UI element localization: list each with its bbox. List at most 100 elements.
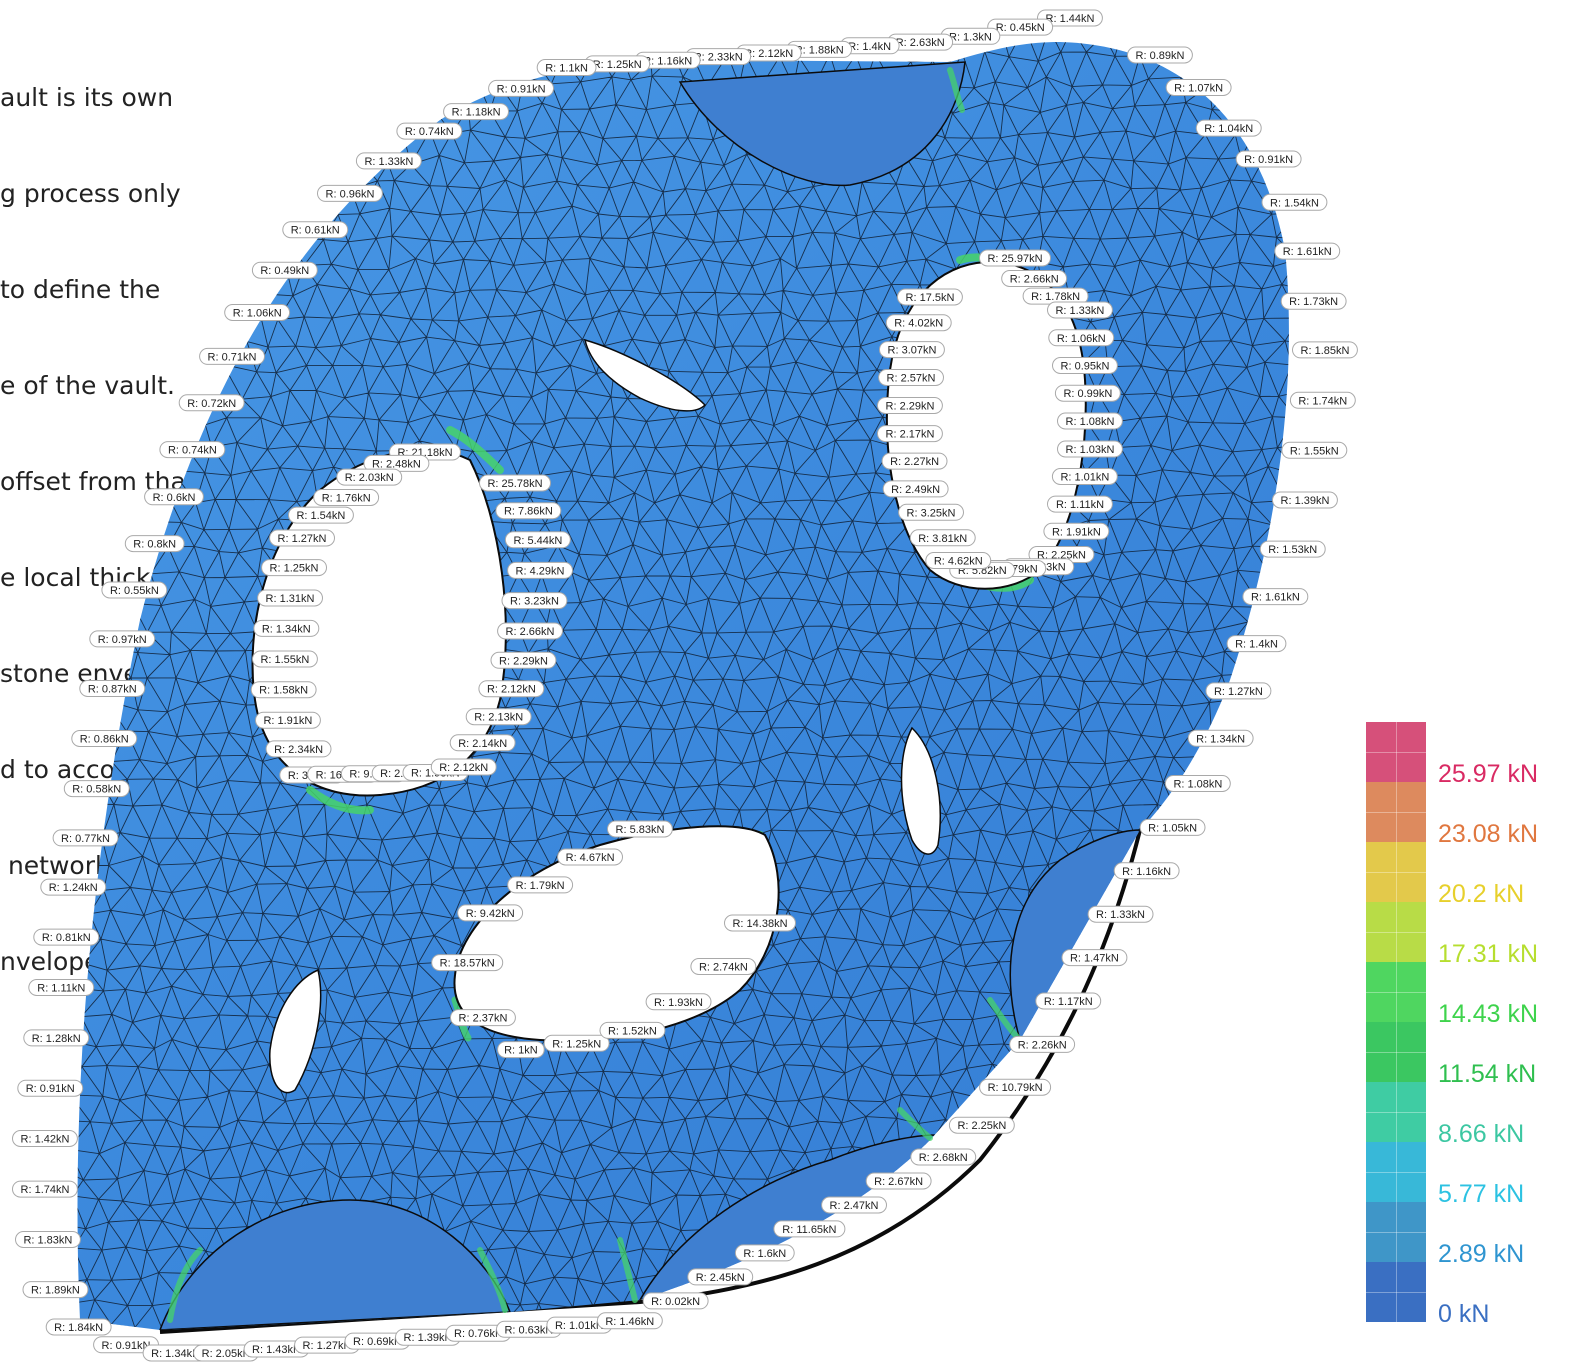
reaction-label: R: 7.86kN	[495, 502, 562, 520]
reaction-label: R: 1.28kN	[23, 1029, 90, 1047]
svg-text:R: 1.61kN: R: 1.61kN	[1251, 592, 1300, 604]
reaction-label: R: 9.42kN	[457, 904, 524, 922]
legend-label: 23.08 kN	[1438, 820, 1539, 848]
svg-text:R: 18.57kN: R: 18.57kN	[440, 958, 495, 970]
reaction-label: R: 0.71kN	[199, 347, 266, 365]
reaction-label: R: 2.14kN	[449, 734, 516, 752]
reaction-label: R: 1.11kN	[28, 979, 95, 996]
svg-text:R: 1.11kN: R: 1.11kN	[1056, 499, 1104, 511]
legend-label: 20.2 kN	[1438, 880, 1525, 908]
reaction-label: R: 1.34kN	[1187, 729, 1254, 747]
svg-text:R: 0.6kN: R: 0.6kN	[153, 492, 196, 504]
svg-text:R: 1.01kN: R: 1.01kN	[1060, 472, 1109, 484]
reaction-label: R: 1.34kN	[142, 1344, 209, 1362]
svg-text:R: 0.77kN: R: 0.77kN	[61, 833, 110, 845]
legend-swatch	[1366, 1022, 1426, 1082]
svg-text:R: 1.55kN: R: 1.55kN	[1290, 445, 1339, 457]
reaction-label: R: 25.78kN	[479, 474, 551, 492]
reaction-label: R: 1.27kN	[294, 1336, 361, 1354]
svg-text:R: 3.07kN: R: 3.07kN	[888, 345, 937, 357]
svg-text:R: 1.27kN: R: 1.27kN	[278, 533, 327, 545]
svg-text:R: 1.04kN: R: 1.04kN	[1204, 123, 1253, 135]
force-legend: 25.97 kN 23.08 kN 20.2 kN 17.31 kN 14.43…	[1366, 722, 1575, 1328]
svg-text:R: 1.93kN: R: 1.93kN	[654, 997, 703, 1009]
svg-text:R: 0.71kN: R: 0.71kN	[208, 351, 257, 363]
reaction-label: R: 2.29kN	[877, 397, 943, 414]
legend-swatch	[1366, 1262, 1426, 1322]
reaction-label: R: 0.49kN	[251, 261, 318, 279]
reaction-label: R: 0.45kN	[987, 18, 1054, 36]
reaction-label: R: 1.46kN	[596, 1312, 663, 1330]
opening-small-left	[269, 968, 322, 1094]
reaction-label: R: 1.27kN	[269, 529, 336, 547]
svg-text:R: 11.65kN: R: 11.65kN	[782, 1224, 836, 1236]
svg-text:R: 3.81kN: R: 3.81kN	[918, 533, 967, 545]
reaction-label: R: 1.11kN	[1047, 495, 1113, 513]
reaction-label: R: 0.91kN	[17, 1079, 84, 1097]
svg-text:R: 2.57kN: R: 2.57kN	[887, 373, 936, 385]
svg-text:R: 1.08kN: R: 1.08kN	[1173, 779, 1222, 791]
svg-text:R: 2.48kN: R: 2.48kN	[372, 458, 421, 470]
svg-text:R: 2.45kN: R: 2.45kN	[696, 1272, 745, 1284]
svg-text:R: 9.42kN: R: 9.42kN	[466, 908, 515, 920]
reaction-label: R: 2.45kN	[687, 1268, 754, 1286]
reaction-label: R: 2.26kN	[1009, 1035, 1076, 1053]
svg-text:R: 1.06kN: R: 1.06kN	[233, 308, 282, 320]
reaction-label: R: 0.91kN	[488, 79, 555, 97]
svg-text:R: 1.83kN: R: 1.83kN	[23, 1235, 72, 1247]
reaction-label: R: 2.17kN	[877, 425, 943, 443]
reaction-label: R: 2.49kN	[882, 480, 949, 498]
svg-text:R: 14.38kN: R: 14.38kN	[732, 918, 787, 930]
reaction-label: R: 1.34kN	[253, 619, 320, 637]
reaction-label: R: 1.04kN	[1195, 119, 1262, 137]
legend-swatch	[1366, 782, 1426, 842]
svg-text:R: 2.26kN: R: 2.26kN	[1018, 1039, 1067, 1051]
svg-text:R: 1.39kN: R: 1.39kN	[404, 1332, 453, 1344]
legend-label: 14.43 kN	[1438, 1000, 1539, 1028]
reaction-label: R: 1.16kN	[1113, 862, 1180, 880]
legend-label: 5.77 kN	[1438, 1180, 1525, 1208]
svg-text:R: 1.88kN: R: 1.88kN	[795, 44, 844, 56]
reaction-label: R: 1kN	[497, 1041, 545, 1059]
reaction-label: R: 2.37kN	[450, 1009, 516, 1027]
svg-text:R: 1.34kN: R: 1.34kN	[1196, 733, 1245, 745]
reaction-label: R: 0.76kN	[445, 1324, 512, 1342]
reaction-label: R: 0.99kN	[1054, 384, 1121, 402]
svg-text:R: 4.67kN: R: 4.67kN	[566, 852, 615, 864]
opening-small-top	[583, 338, 707, 412]
svg-text:R: 2.29kN: R: 2.29kN	[499, 655, 548, 667]
svg-text:R: 1.6kN: R: 1.6kN	[743, 1248, 786, 1260]
svg-text:R: 2.63kN: R: 2.63kN	[896, 37, 945, 49]
reaction-label: R: 1.61kN	[1274, 242, 1341, 260]
svg-text:R: 2.05kN: R: 2.05kN	[202, 1348, 251, 1360]
reaction-label: R: 0.87kN	[79, 680, 146, 697]
svg-text:R: 0.74kN: R: 0.74kN	[405, 126, 454, 138]
svg-text:R: 2.67kN: R: 2.67kN	[874, 1176, 923, 1188]
svg-text:R: 1.58kN: R: 1.58kN	[259, 685, 308, 697]
svg-text:R: 0.69kN: R: 0.69kN	[353, 1336, 402, 1348]
reaction-label: R: 1.84kN	[45, 1318, 112, 1336]
reaction-label: R: 1.16kN	[634, 51, 701, 69]
svg-text:R: 1.33kN: R: 1.33kN	[364, 156, 413, 168]
svg-text:R: 1.78kN: R: 1.78kN	[1031, 291, 1080, 303]
reaction-label: R: 4.29kN	[507, 561, 574, 579]
svg-text:R: 0.61kN: R: 0.61kN	[291, 225, 340, 237]
svg-text:R: 1.18kN: R: 1.18kN	[452, 107, 501, 119]
reaction-label: R: 1.79kN	[507, 876, 574, 894]
svg-text:R: 1.05kN: R: 1.05kN	[1148, 822, 1197, 834]
svg-text:R: 1.91kN: R: 1.91kN	[1052, 526, 1101, 538]
reaction-label: R: 1.25kN	[261, 559, 328, 577]
reaction-label: R: 1.39kN	[395, 1328, 461, 1346]
reaction-label: R: 2.27kN	[881, 452, 948, 470]
reaction-label: R: 0.74kN	[159, 441, 226, 459]
svg-text:R: 1.01kN: R: 1.01kN	[555, 1320, 604, 1332]
reaction-label: R: 1.17kN	[1035, 992, 1102, 1010]
reaction-label: R: 1.54kN	[1261, 193, 1328, 211]
svg-text:R: 1.08kN: R: 1.08kN	[1066, 416, 1115, 428]
reaction-label: R: 2.29kN	[490, 651, 557, 669]
svg-text:R: 1.44kN: R: 1.44kN	[1046, 13, 1095, 25]
svg-text:R: 0.86kN: R: 0.86kN	[80, 734, 129, 746]
support-bottom-left	[158, 1199, 512, 1330]
